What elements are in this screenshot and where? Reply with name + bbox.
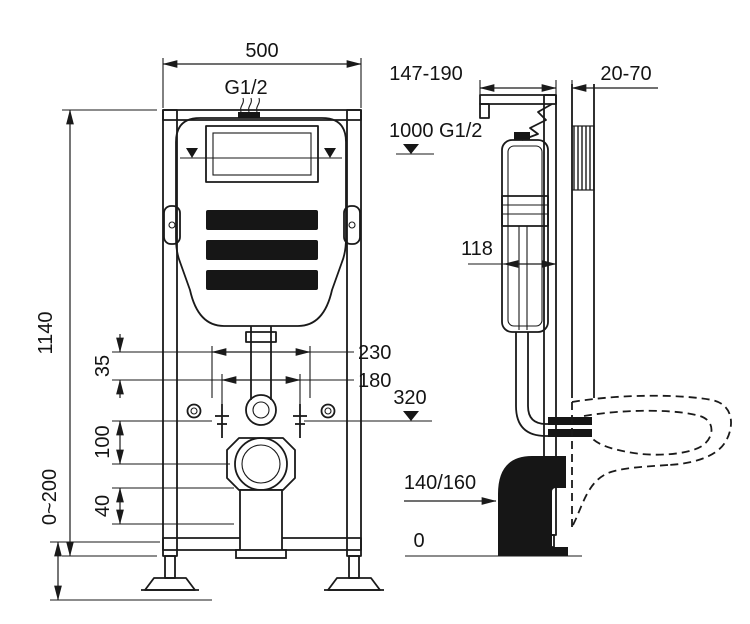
frame-right-rail: [346, 109, 362, 557]
frame-left-rail: [162, 109, 178, 557]
flush-pipe-side-inner: [527, 332, 566, 425]
front-dimensions: 500 G1/2 1140 35 230 180 320 100: [35, 40, 432, 601]
datum-triangle-icon: [324, 148, 336, 158]
cistern-side: [501, 139, 549, 333]
right-fixing-stud: [293, 404, 307, 438]
supply-hose: [521, 103, 553, 141]
flush-pipe-side-outer: [515, 332, 566, 437]
drain-outer-circle: [234, 437, 288, 491]
slot-panel-3: [206, 270, 318, 290]
cistern-body: [175, 117, 347, 327]
dim-outlet-label: 140/160: [404, 472, 476, 494]
toilet-bowl-outline: [571, 394, 732, 529]
dim-adjust-label: 0~200: [39, 469, 61, 525]
datum-triangle-icon: [403, 411, 419, 421]
inlet-thread-label: G1/2: [224, 77, 267, 99]
right-bracket-hole: [348, 221, 356, 229]
left-adjustable-leg: [164, 555, 176, 579]
right-fixing-hole: [320, 403, 336, 419]
dim-wallgap-label: 20-70: [600, 63, 651, 85]
water-inlet-icon: [238, 97, 260, 118]
front-pipework: [186, 326, 336, 559]
dim-depth-label: 147-190: [389, 63, 462, 85]
left-fixing-hole: [186, 403, 202, 419]
dim-width-label: 500: [245, 40, 278, 62]
left-bracket-hole: [168, 221, 176, 229]
left-bracket: [163, 205, 181, 245]
supply-valve: [514, 132, 530, 140]
dim-180-label: 180: [358, 370, 391, 392]
drain-flange: [226, 437, 296, 491]
dim-230-label: 230: [358, 342, 391, 364]
flush-plate-window-outer: [205, 125, 319, 183]
cistern-front: [163, 97, 361, 327]
datum-triangle-icon: [186, 148, 198, 158]
drain-pipe: [239, 489, 283, 557]
side-front-hook: [479, 103, 490, 119]
flush-bend-inner: [252, 401, 270, 419]
side-dimensions: 147-190 20-70 1000 G1/2 118 140/160 0: [389, 63, 658, 557]
right-bracket: [343, 205, 361, 245]
right-adjustable-leg: [348, 555, 360, 579]
drain-pipe-cap: [235, 549, 287, 559]
flush-bend-outer: [245, 394, 277, 426]
bowl-connector-top: [548, 417, 592, 425]
drain-inner-circle: [241, 444, 281, 484]
bowl-connector-bottom: [548, 429, 592, 437]
wall-hatch-block: [571, 125, 595, 191]
flush-pipe-collar: [245, 331, 277, 343]
slot-panel-2: [206, 240, 318, 260]
datum-triangle-icon: [403, 144, 419, 154]
flush-plate-window-inner: [212, 132, 312, 176]
dim-100-label: 100: [92, 425, 114, 458]
slot-panel-1: [206, 210, 318, 230]
side-view: [479, 84, 732, 556]
front-view: [141, 97, 384, 591]
dim-height-label: 1140: [35, 311, 57, 354]
left-foot-plate: [144, 577, 196, 591]
dim-40-label: 40: [92, 495, 114, 517]
dim-35-label: 35: [92, 355, 114, 377]
left-fixing-hole-inner: [190, 407, 198, 415]
right-foot-plate: [327, 577, 381, 591]
supply-height-label: 1000 G1/2: [389, 120, 482, 142]
dim-118-label: 118: [461, 238, 493, 260]
cistern-side-inner: [507, 145, 543, 327]
left-fixing-stud: [215, 404, 229, 438]
dim-320-label: 320: [393, 387, 426, 409]
side-bracket-block: [501, 195, 549, 227]
right-fixing-hole-inner: [324, 407, 332, 415]
drain-elbow: [498, 456, 566, 556]
floor-level-label: 0: [413, 530, 424, 552]
